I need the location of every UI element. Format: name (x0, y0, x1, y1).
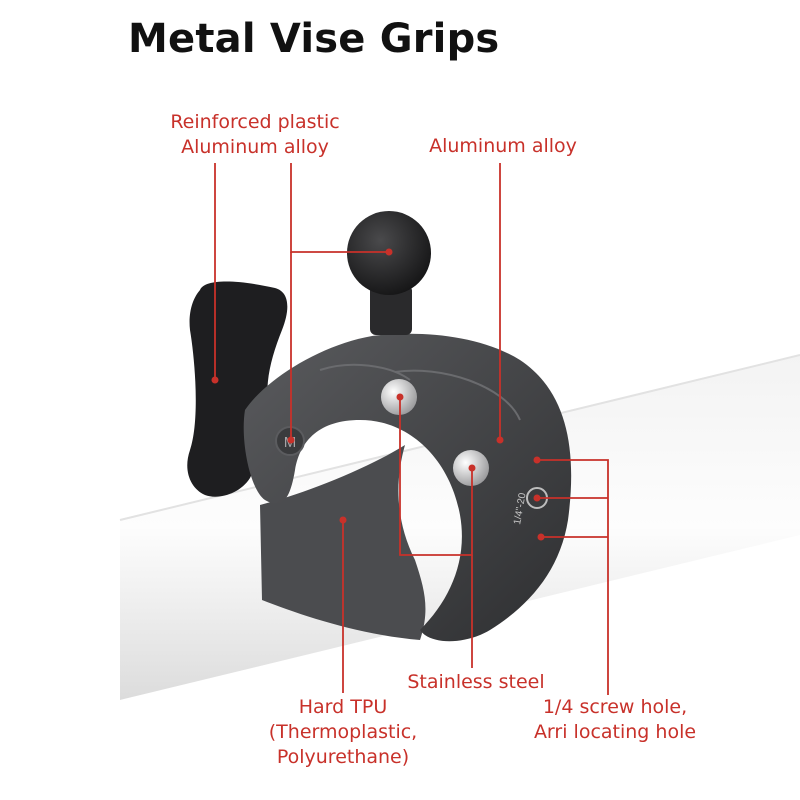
callout-pad-line3: Polyurethane) (276, 746, 410, 768)
callout-body-line1: Aluminum alloy (429, 135, 577, 157)
callout-screw-line1: Stainless steel (407, 671, 545, 693)
callout-holes-line1: 1/4 screw hole, (542, 696, 688, 718)
callout-pad-line1: Hard TPU (298, 696, 388, 718)
callout-body-material: Aluminum alloy (418, 134, 588, 159)
callout-pad-material: Hard TPU (Thermoplastic, Polyurethane) (253, 695, 433, 770)
clamp-body (243, 333, 572, 642)
tube (120, 355, 800, 700)
callout-knob-material: Reinforced plastic Aluminum alloy (155, 110, 355, 160)
callout-holes: 1/4 screw hole, Arri locating hole (520, 695, 710, 745)
callout-knob-line2: Aluminum alloy (181, 136, 329, 158)
ball-stem (370, 285, 412, 335)
callout-holes-line2: Arri locating hole (533, 721, 697, 743)
callout-knob-line1: Reinforced plastic (170, 111, 340, 133)
callout-pad-line2: (Thermoplastic, (268, 721, 418, 743)
page-title: Metal Vise Grips (128, 16, 500, 62)
callout-screw-material: Stainless steel (396, 670, 556, 695)
